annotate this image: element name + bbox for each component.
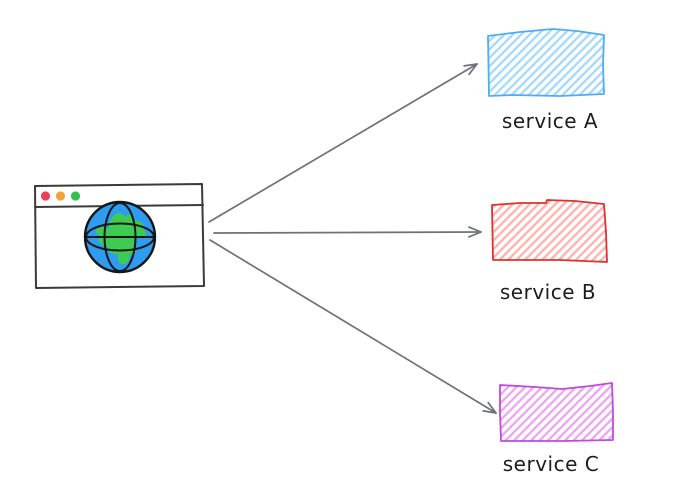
service-c-label: service C [503,452,599,476]
service-b-label: service B [500,280,596,304]
globe-icon [83,200,157,274]
arrow-to-service-a [208,63,478,223]
globe-gridlines [85,202,155,272]
service-a-label: service A [502,109,598,133]
green-light-icon [70,191,81,201]
red-light-icon [40,191,51,201]
service-b: service B [491,199,608,304]
service-b-box [491,199,608,263]
yellow-light-icon [55,191,66,201]
connection-arrows [208,63,497,414]
arrow-to-service-b [213,226,482,238]
arrow-to-service-c [209,239,497,414]
service-a-box [487,28,605,97]
browser-traffic-lights [40,191,81,201]
service-a: service A [487,28,605,133]
service-c: service C [499,382,614,476]
service-c-box [499,382,614,442]
